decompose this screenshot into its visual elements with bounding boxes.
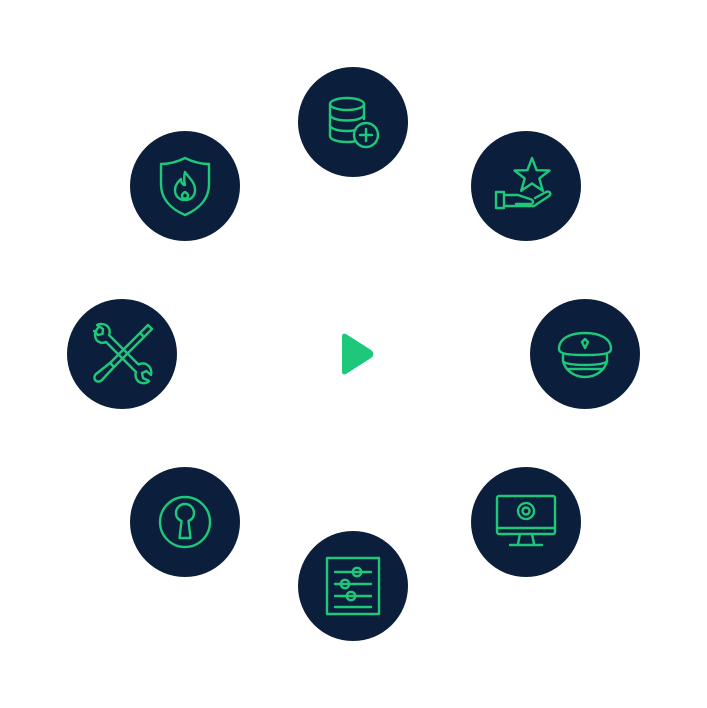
keyhole-icon bbox=[158, 495, 212, 549]
database-add-icon bbox=[328, 96, 380, 149]
node-settings-sliders[interactable] bbox=[298, 531, 408, 641]
shield-fire-icon bbox=[159, 156, 211, 217]
node-hand-star[interactable] bbox=[471, 131, 581, 241]
settings-sliders-icon bbox=[325, 556, 381, 616]
node-shield-fire[interactable] bbox=[130, 131, 240, 241]
node-database-add[interactable] bbox=[298, 67, 408, 177]
monitor-gear-icon bbox=[495, 494, 557, 547]
police-cap-icon bbox=[557, 331, 613, 379]
wrench-screwdriver-icon bbox=[92, 322, 154, 385]
node-keyhole[interactable] bbox=[130, 467, 240, 577]
node-police-cap[interactable] bbox=[530, 299, 640, 409]
play-icon[interactable] bbox=[333, 332, 377, 376]
hand-star-icon bbox=[494, 156, 552, 210]
node-wrench-screwdriver[interactable] bbox=[67, 299, 177, 409]
node-monitor-gear[interactable] bbox=[471, 467, 581, 577]
